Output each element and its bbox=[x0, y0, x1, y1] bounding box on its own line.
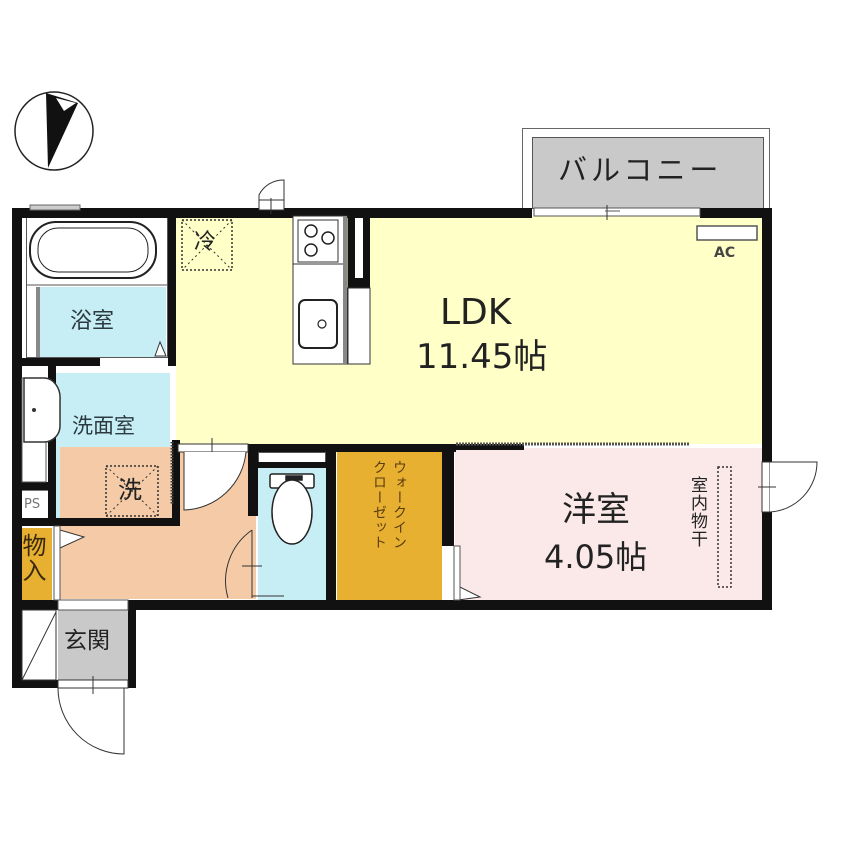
indoor-drying-label: 室内物干 bbox=[687, 476, 707, 548]
ac-label: AC bbox=[714, 245, 736, 261]
wall-bath-bottom bbox=[22, 358, 100, 366]
balcony-outline bbox=[522, 128, 770, 212]
washroom-label: 洗面室 bbox=[72, 414, 135, 438]
wall-ps-top bbox=[22, 482, 52, 490]
north-arrow-icon bbox=[14, 91, 94, 171]
washer-label: 洗 bbox=[118, 476, 142, 504]
wall-toilet-top bbox=[246, 444, 456, 452]
wall-bath-right bbox=[168, 216, 176, 366]
wall-left bbox=[12, 208, 22, 688]
western-room bbox=[455, 448, 762, 600]
balcony-label: バルコニー bbox=[558, 153, 723, 187]
balcony bbox=[532, 137, 764, 209]
storage-closet bbox=[20, 528, 52, 600]
fridge-space-icon bbox=[181, 219, 233, 271]
wall-western-top bbox=[454, 444, 524, 450]
wall-wash-left bbox=[48, 366, 56, 526]
bathroom-label: 浴室 bbox=[70, 309, 115, 334]
toilet-icon bbox=[269, 473, 315, 545]
wall-toilet-shelf-bottom bbox=[258, 462, 326, 468]
ldk-area: 11.45帖 bbox=[416, 337, 548, 377]
kitchen-counter bbox=[292, 215, 371, 365]
wall-toilet-left bbox=[248, 444, 258, 516]
ldk-room bbox=[176, 216, 762, 444]
wall-top-left bbox=[12, 208, 532, 218]
wall-bottom bbox=[130, 600, 772, 610]
sink-icon bbox=[298, 299, 338, 349]
wall-closet-right bbox=[442, 444, 454, 546]
bathroom-floor bbox=[40, 287, 166, 357]
walk-in-closet-label-1: ウォークイン bbox=[391, 460, 407, 550]
wall-top-right bbox=[700, 208, 770, 218]
ac-unit-icon bbox=[696, 225, 758, 241]
ldk-name: LDK bbox=[440, 292, 512, 333]
walk-in-closet-label-2: クローゼット bbox=[371, 460, 387, 550]
entrance-area bbox=[58, 610, 128, 680]
stove-icon bbox=[304, 224, 335, 257]
wall-right bbox=[762, 208, 772, 610]
wall-toilet-right bbox=[326, 444, 336, 604]
washbasin-icon bbox=[21, 377, 61, 483]
wall-wash-right bbox=[172, 440, 180, 526]
wall-entrance-right bbox=[128, 600, 136, 688]
shoe-cabinet bbox=[20, 610, 56, 680]
walk-in-closet bbox=[337, 452, 442, 601]
western-room-area: 4.05帖 bbox=[544, 538, 648, 576]
ps-label: PS bbox=[24, 497, 41, 512]
hallway-lower bbox=[60, 525, 256, 599]
western-room-name: 洋室 bbox=[562, 490, 630, 530]
fridge-label: 冷 bbox=[194, 230, 217, 255]
entrance-label: 玄関 bbox=[64, 628, 110, 654]
wall-wash-bottom bbox=[22, 518, 180, 526]
washer-space-icon bbox=[105, 465, 159, 517]
storage-label: 物入 bbox=[18, 533, 46, 583]
bathtub-icon bbox=[29, 221, 157, 279]
